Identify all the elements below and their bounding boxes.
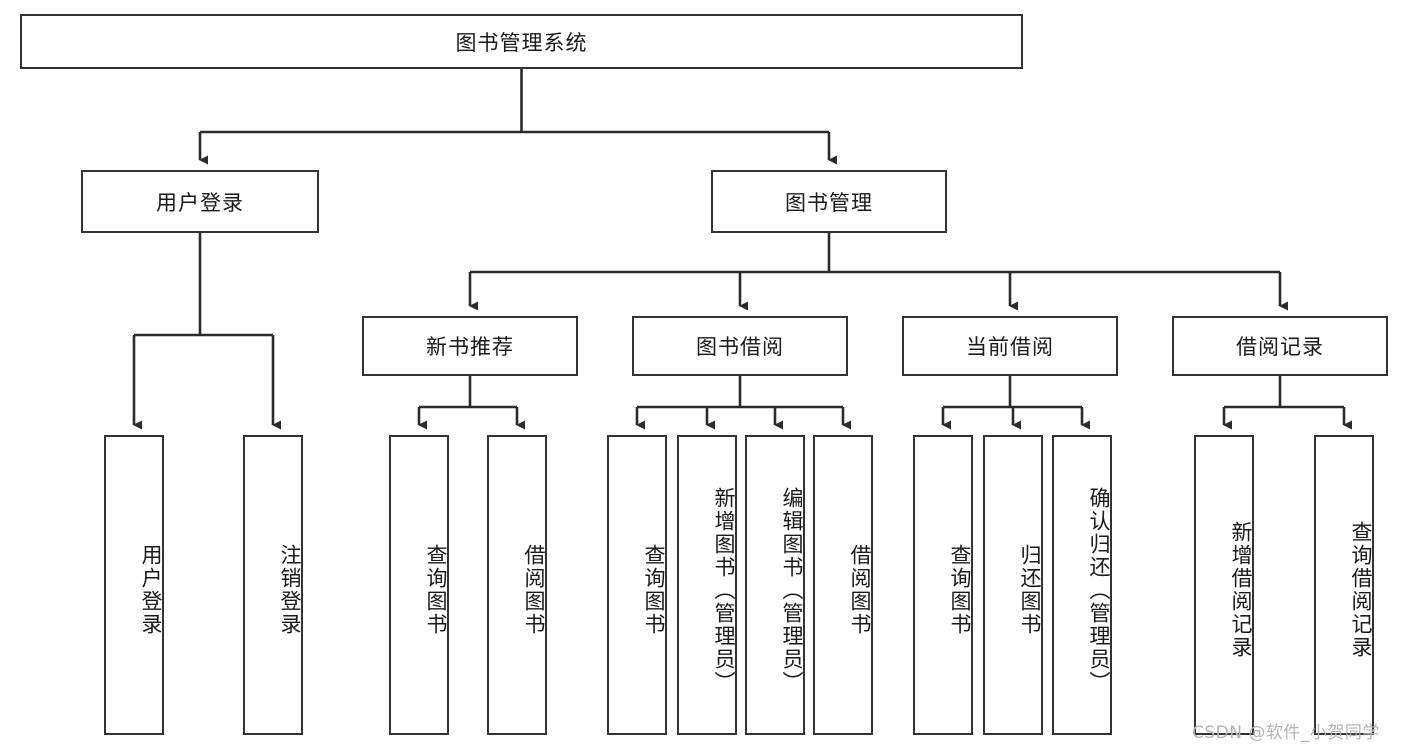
node-book-borrow[interactable]: 图书借阅 bbox=[632, 316, 848, 376]
node-label: 借阅记录 bbox=[1236, 335, 1324, 359]
node-label: 查询图书 bbox=[424, 544, 448, 636]
node-current-borrow[interactable]: 当前借阅 bbox=[902, 316, 1118, 376]
node-label: 归还图书 bbox=[1018, 544, 1042, 636]
node-borrow-record[interactable]: 借阅记录 bbox=[1172, 316, 1388, 376]
node-label: 图书借阅 bbox=[696, 335, 784, 359]
node-label: 查询图书 bbox=[948, 544, 972, 636]
node-label: 新增借阅记录 bbox=[1229, 521, 1253, 659]
node-leaf-query-book-3[interactable]: 查询图书 bbox=[913, 435, 973, 735]
node-leaf-confirm-return-admin[interactable]: 确认归还（管理员） bbox=[1052, 435, 1112, 735]
node-label: 图书管理系统 bbox=[455, 30, 588, 55]
node-leaf-add-book-admin[interactable]: 新增图书（管理员） bbox=[677, 435, 737, 735]
node-leaf-edit-book-admin[interactable]: 编辑图书（管理员） bbox=[745, 435, 805, 735]
node-label: 用户登录 bbox=[156, 190, 244, 215]
node-label: 用户登录 bbox=[139, 544, 163, 636]
node-book-manage[interactable]: 图书管理 bbox=[711, 170, 947, 233]
node-label: 借阅图书 bbox=[848, 544, 872, 636]
node-label: 当前借阅 bbox=[966, 335, 1054, 359]
node-leaf-borrow-book-2[interactable]: 借阅图书 bbox=[813, 435, 873, 735]
node-label: 编辑图书（管理员） bbox=[780, 486, 804, 694]
node-user-login[interactable]: 用户登录 bbox=[81, 170, 319, 233]
node-label: 新书推荐 bbox=[426, 335, 514, 359]
node-label: 查询借阅记录 bbox=[1349, 521, 1373, 659]
node-label: 确认归还（管理员） bbox=[1087, 486, 1111, 694]
node-leaf-query-borrow-record[interactable]: 查询借阅记录 bbox=[1314, 435, 1374, 735]
node-label: 注销登录 bbox=[278, 544, 302, 636]
node-leaf-user-login[interactable]: 用户登录 bbox=[104, 435, 164, 735]
node-leaf-borrow-book-1[interactable]: 借阅图书 bbox=[487, 435, 547, 735]
node-new-book-recommend[interactable]: 新书推荐 bbox=[362, 316, 578, 376]
node-label: 查询图书 bbox=[642, 544, 666, 636]
edge-group bbox=[132, 69, 1352, 430]
node-label: 借阅图书 bbox=[522, 544, 546, 636]
node-label: 图书管理 bbox=[785, 190, 873, 215]
node-leaf-add-borrow-record[interactable]: 新增借阅记录 bbox=[1194, 435, 1254, 735]
node-root[interactable]: 图书管理系统 bbox=[20, 14, 1023, 69]
node-label: 新增图书（管理员） bbox=[712, 486, 736, 694]
node-leaf-query-book-1[interactable]: 查询图书 bbox=[389, 435, 449, 735]
node-leaf-query-book-2[interactable]: 查询图书 bbox=[607, 435, 667, 735]
node-leaf-return-book[interactable]: 归还图书 bbox=[983, 435, 1043, 735]
node-leaf-user-logout[interactable]: 注销登录 bbox=[243, 435, 303, 735]
